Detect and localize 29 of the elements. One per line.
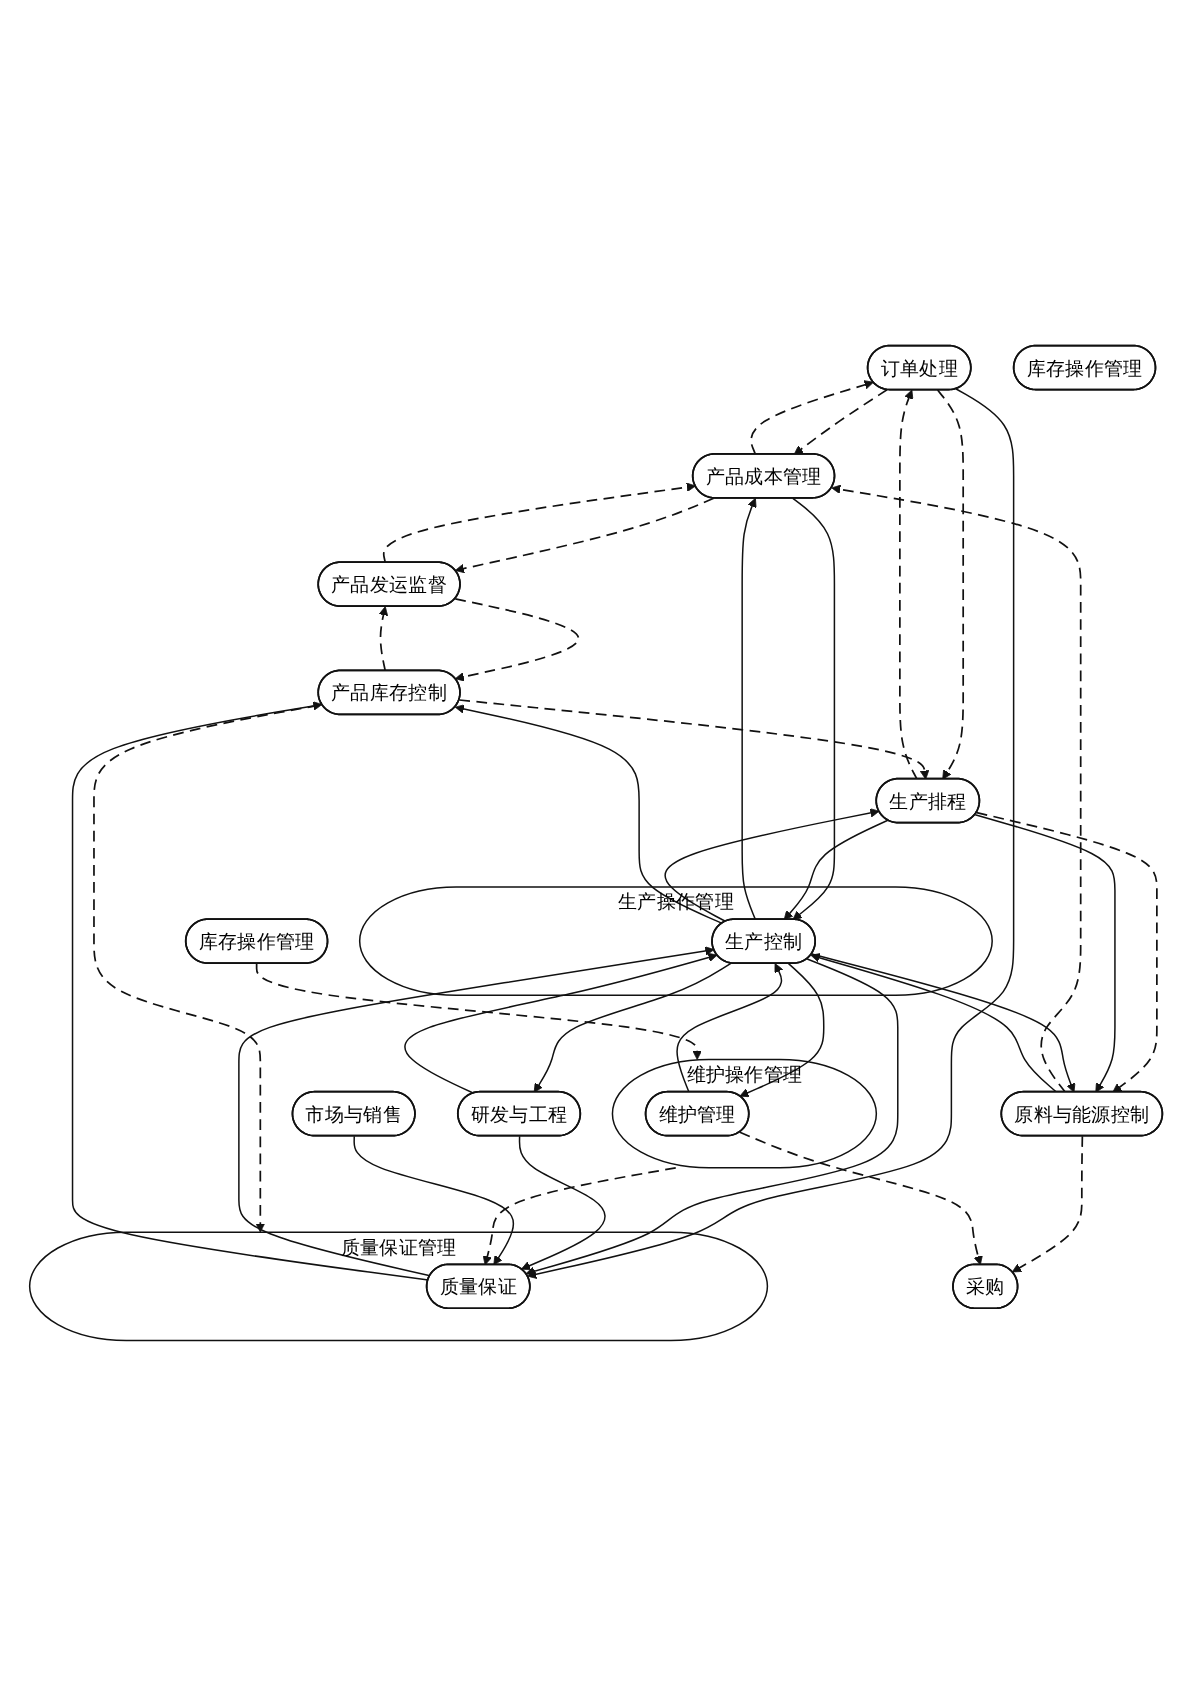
arrow	[975, 811, 1158, 1093]
arrow	[482, 1166, 677, 1265]
arrow	[382, 482, 696, 563]
arrow	[238, 945, 715, 1277]
arrow	[974, 813, 1116, 1093]
arrow	[741, 497, 757, 920]
arrow	[525, 957, 899, 1276]
arrow	[1011, 1134, 1084, 1272]
arrow	[664, 807, 880, 922]
arrow	[793, 388, 888, 455]
arrow	[353, 1134, 515, 1265]
arrow	[454, 496, 715, 573]
arrow	[527, 387, 1015, 1279]
arrow	[783, 819, 889, 920]
arrow	[458, 698, 930, 780]
arrow	[533, 962, 732, 1093]
arrow	[404, 952, 718, 1094]
arrow	[936, 388, 965, 780]
arrow	[454, 703, 723, 924]
arrow	[739, 1130, 983, 1265]
arrow	[792, 497, 836, 920]
arrow	[454, 597, 580, 681]
arrow	[899, 389, 918, 780]
arrow	[831, 484, 1082, 1093]
arrow	[676, 962, 784, 1093]
arrow	[739, 962, 825, 1097]
arrow	[255, 961, 702, 1060]
arrow	[750, 379, 874, 455]
arrow	[518, 1134, 606, 1270]
